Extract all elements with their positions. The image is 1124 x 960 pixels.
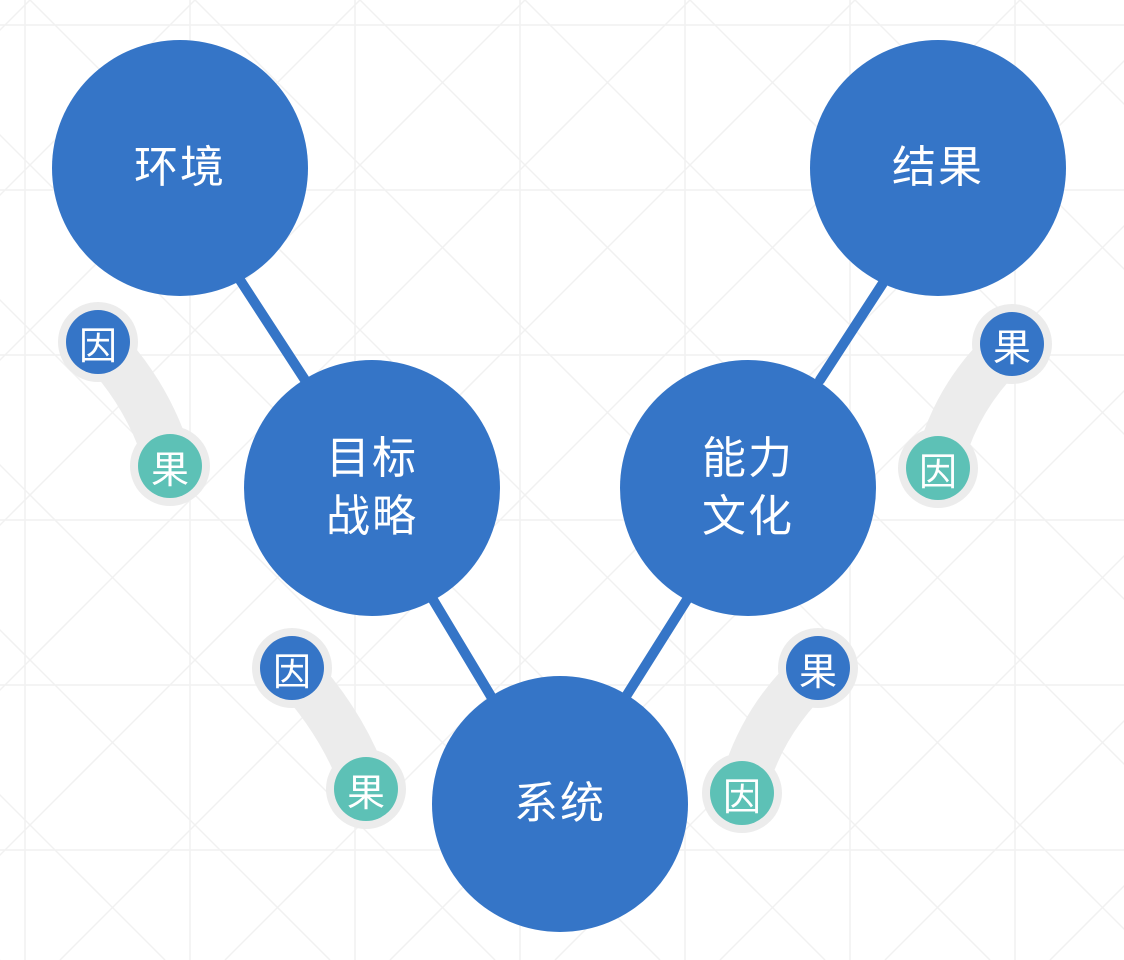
cause-badge-4-label: 因 — [918, 449, 957, 494]
cause-badge-4: 因 — [906, 436, 970, 500]
node-system: 系统 — [432, 676, 688, 932]
effect-badge-2-label: 果 — [346, 770, 385, 815]
node-goal-strategy-label: 目标 战略 — [326, 433, 418, 542]
grid-line-diagonal — [0, 0, 196, 197]
node-environment-label: 环境 — [134, 142, 226, 193]
effect-badge-1: 果 — [138, 434, 202, 498]
effect-badge-4-label: 果 — [992, 325, 1031, 370]
effect-badge-1-label: 果 — [150, 447, 189, 492]
effect-badge-2: 果 — [334, 757, 398, 821]
node-system-label: 系统 — [514, 778, 606, 829]
grid-line-diagonal — [0, 628, 331, 960]
edge-sys-cap — [620, 593, 693, 703]
node-environment: 环境 — [52, 40, 308, 296]
node-capability-culture: 能力 文化 — [620, 360, 876, 616]
edge-env-goal — [235, 275, 310, 385]
edge-cap-res — [815, 275, 890, 385]
cause-badge-2-label: 因 — [272, 649, 311, 694]
node-capability-culture-label: 能力 文化 — [702, 433, 794, 542]
cause-badge-3-label: 因 — [722, 774, 761, 819]
effect-badge-4: 果 — [980, 312, 1044, 376]
effect-badge-3: 果 — [786, 636, 850, 700]
node-goal-strategy: 目标 战略 — [244, 360, 500, 616]
cause-badge-2: 因 — [260, 636, 324, 700]
grid-line-diagonal — [524, 0, 1124, 601]
cause-badge-1-label: 因 — [78, 323, 117, 368]
grid-line-diagonal — [0, 0, 526, 527]
grid-line-diagonal — [884, 719, 1124, 960]
edge-goal-sys — [427, 593, 497, 703]
grid-line-diagonal — [0, 0, 691, 692]
effect-badge-3-label: 果 — [798, 649, 837, 694]
cause-badge-3: 因 — [710, 761, 774, 825]
cause-badge-1: 因 — [66, 310, 130, 374]
node-result-label: 结果 — [892, 142, 984, 193]
node-result: 结果 — [810, 40, 1066, 296]
grid-line-diagonal — [0, 793, 166, 960]
grid-line-diagonal — [719, 554, 1124, 960]
